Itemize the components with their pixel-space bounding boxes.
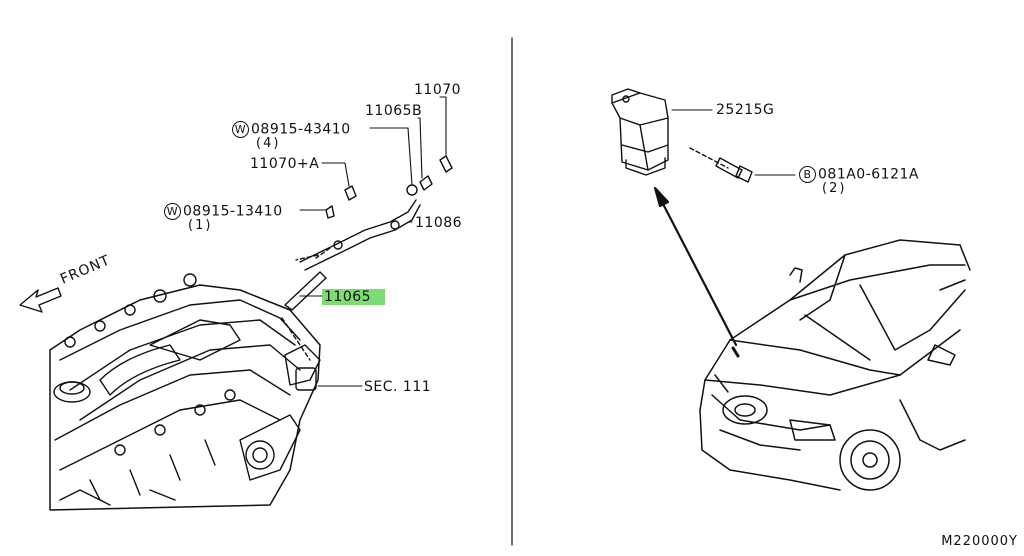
diagram-code: M220000Y	[941, 534, 1018, 549]
washer-quantity: (4)	[256, 136, 281, 151]
relay-illustration	[611, 88, 669, 176]
fuel-injector-illustration	[281, 155, 453, 361]
washer-symbol-icon: W	[232, 121, 249, 138]
bolt-symbol-icon: B	[799, 166, 816, 183]
callout-11065b[interactable]: 11065B	[365, 103, 423, 119]
leader-lines-right	[671, 109, 796, 176]
highlighted-part: 11065	[322, 289, 386, 305]
engine-illustration	[49, 273, 321, 511]
callout-11070[interactable]: 11070	[414, 82, 462, 98]
callout-25215g[interactable]: 25215G	[716, 102, 775, 118]
leader-lines-left	[299, 96, 447, 387]
location-arrow	[653, 186, 738, 347]
callout-sec-111[interactable]: SEC. 111	[364, 379, 432, 395]
bolt-quantity: (2)	[822, 181, 847, 196]
bolt-part-number: 081A0-6121A	[818, 166, 919, 183]
washer-symbol-icon: W	[164, 203, 181, 220]
washer-quantity: (1)	[188, 218, 213, 233]
vehicle-illustration	[699, 239, 971, 491]
front-arrow-icon	[19, 287, 62, 313]
washer-part-number: 08915-13410	[183, 203, 283, 220]
washer-part-number: 08915-43410	[251, 121, 351, 138]
callout-11065[interactable]: 11065	[322, 289, 386, 305]
callout-11070a[interactable]: 11070+A	[250, 156, 320, 172]
callout-11086[interactable]: 11086	[415, 215, 463, 231]
bolt-illustration	[689, 147, 753, 183]
